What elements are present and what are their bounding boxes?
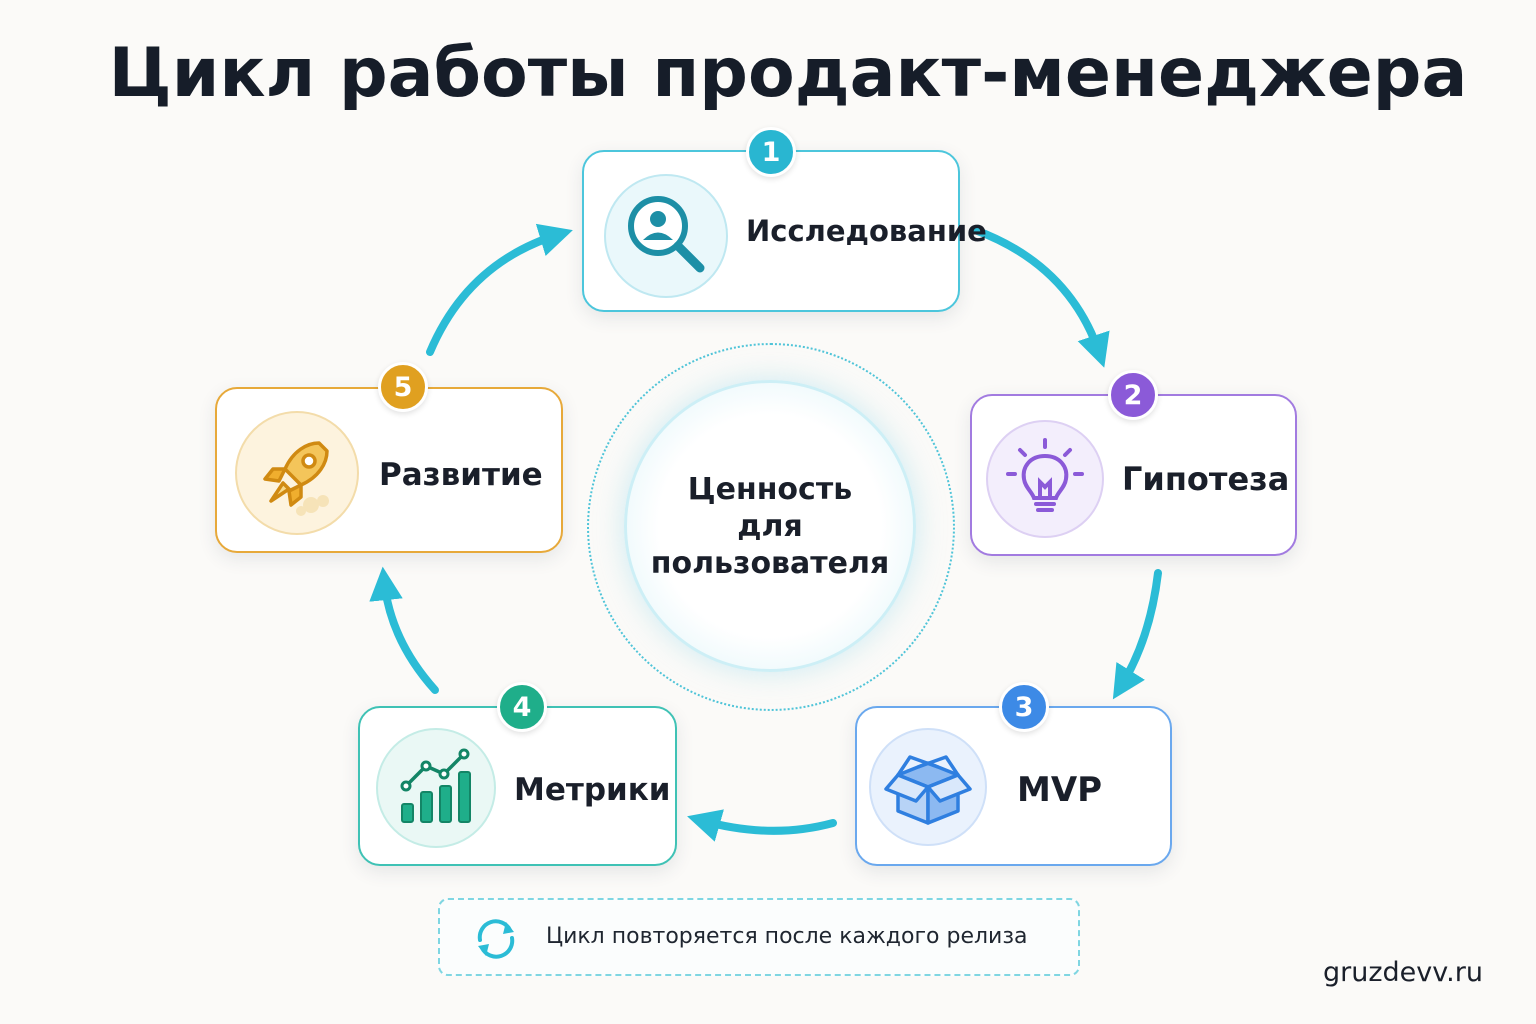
box-icon bbox=[869, 728, 987, 846]
brand-watermark: gruzdevv.ru bbox=[1323, 957, 1483, 988]
step-card-mvp: MVP bbox=[855, 706, 1172, 866]
footer-note: Цикл повторяется после каждого релиза bbox=[438, 898, 1080, 976]
arrow-5-to-1 bbox=[426, 223, 573, 356]
lightbulb-icon bbox=[986, 420, 1104, 538]
arrow-3-to-4 bbox=[687, 809, 837, 842]
step-label: MVP bbox=[1017, 770, 1103, 810]
footer-text: Цикл повторяется после каждого релиза bbox=[546, 924, 1028, 949]
step-number-badge: 1 bbox=[746, 127, 796, 177]
step-label: Исследование bbox=[746, 214, 987, 248]
growth-chart-icon bbox=[376, 728, 496, 848]
step-label: Метрики bbox=[514, 772, 671, 808]
step-number-badge: 2 bbox=[1108, 370, 1158, 420]
step-number-badge: 3 bbox=[999, 682, 1049, 732]
step-card-growth: Развитие bbox=[215, 387, 563, 553]
step-number-badge: 5 bbox=[378, 362, 428, 412]
arrow-4-to-5 bbox=[369, 566, 439, 694]
arrow-1-to-2 bbox=[971, 226, 1110, 368]
rocket-icon bbox=[235, 411, 359, 535]
user-search-icon bbox=[604, 174, 728, 298]
refresh-cycle-icon bbox=[470, 918, 522, 964]
page-title: Цикл работы продакт-менеджера bbox=[108, 34, 1468, 113]
center-dotted-ring bbox=[587, 343, 955, 711]
step-label: Развитие bbox=[379, 457, 543, 493]
step-card-metrics: Метрики bbox=[358, 706, 677, 866]
center-value-circle: Ценность для пользователя bbox=[624, 380, 916, 672]
arrow-2-to-3 bbox=[1112, 569, 1162, 700]
step-card-hypothesis: Гипотеза bbox=[970, 394, 1297, 556]
step-label: Гипотеза bbox=[1122, 460, 1290, 498]
center-label: Ценность для пользователя bbox=[650, 471, 890, 581]
step-number-badge: 4 bbox=[497, 682, 547, 732]
